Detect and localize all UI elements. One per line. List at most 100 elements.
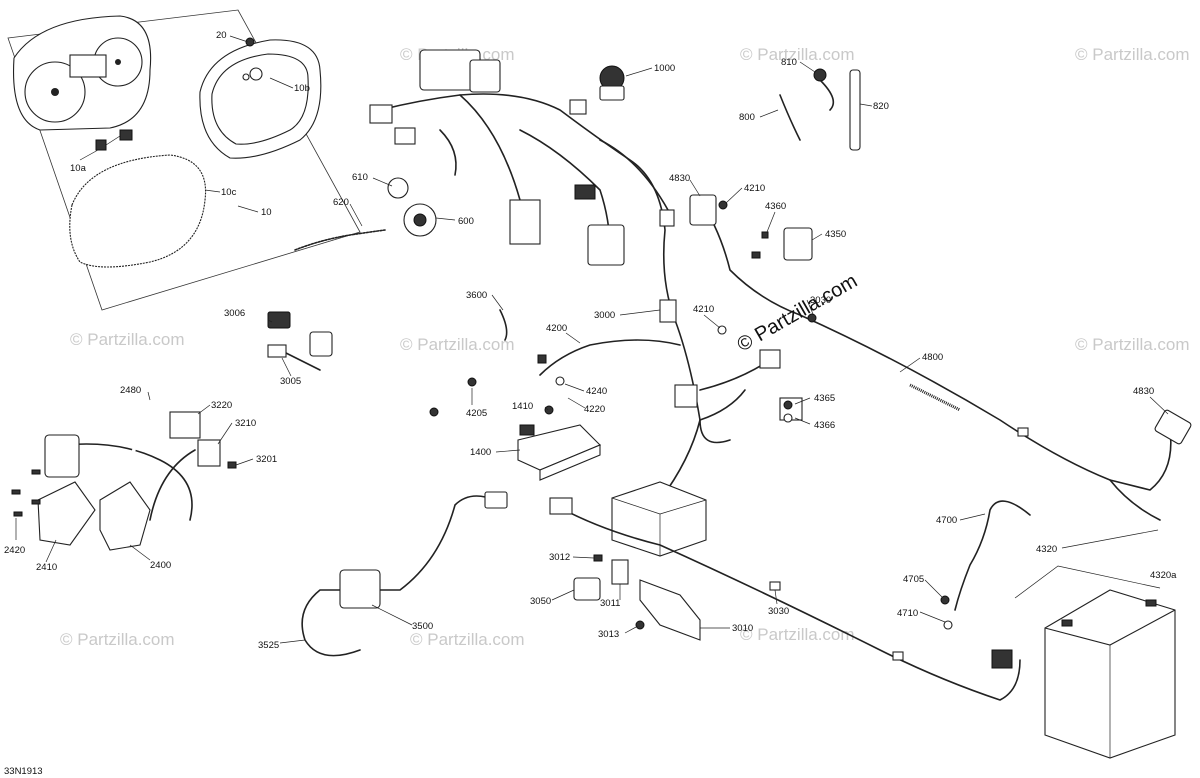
callout-3005: 3005 bbox=[280, 376, 301, 387]
watermark: © Partzilla.com bbox=[1075, 335, 1190, 354]
ignition-switch bbox=[599, 65, 625, 101]
bezel-inner bbox=[211, 53, 309, 145]
connector bbox=[549, 497, 573, 515]
callout-820: 820 bbox=[873, 101, 889, 112]
gauge-cluster-group bbox=[7, 9, 361, 311]
screw bbox=[31, 469, 41, 475]
callout-4210: 4210 bbox=[744, 183, 765, 194]
callout-3000: 3000 bbox=[594, 310, 615, 321]
callout-4200: 4200 bbox=[546, 323, 567, 334]
callout-4360: 4360 bbox=[765, 201, 786, 212]
watermark: © Partzilla.com bbox=[740, 45, 855, 64]
lens bbox=[69, 154, 207, 268]
callout-4320: 4320 bbox=[1036, 544, 1057, 555]
callout-610: 610 bbox=[352, 172, 368, 183]
callout-4210: 4210 bbox=[693, 304, 714, 315]
harness-connector bbox=[574, 184, 596, 200]
callout-4710: 4710 bbox=[897, 608, 918, 619]
callout-4366: 4366 bbox=[814, 420, 835, 431]
terminal-cover bbox=[689, 194, 717, 226]
callout-3030: 3030 bbox=[768, 606, 789, 617]
callout-1410: 1410 bbox=[512, 401, 533, 412]
callout-620: 620 bbox=[333, 197, 349, 208]
main-harness bbox=[369, 49, 781, 501]
watermark: © Partzilla.com bbox=[1075, 45, 1190, 64]
callout-4830: 4830 bbox=[669, 173, 690, 184]
switch-housing bbox=[44, 434, 80, 478]
callout-3010: 3010 bbox=[732, 623, 753, 634]
battery bbox=[1014, 565, 1176, 759]
callout-3012: 3012 bbox=[549, 552, 570, 563]
callout-800: 800 bbox=[739, 112, 755, 123]
callout-3500: 3500 bbox=[412, 621, 433, 632]
callout-1400: 1400 bbox=[470, 447, 491, 458]
screw bbox=[11, 489, 21, 495]
harness-connector bbox=[509, 199, 541, 245]
misc-cables bbox=[429, 200, 1029, 661]
handlebar-switch-assembly bbox=[11, 398, 237, 551]
harness-4800 bbox=[689, 194, 1192, 521]
callout-2480: 2480 bbox=[120, 385, 141, 396]
callout-3210: 3210 bbox=[235, 418, 256, 429]
callout-10c: 10c bbox=[221, 187, 237, 198]
watermark: © Partzilla.com bbox=[60, 630, 175, 649]
connector bbox=[197, 439, 221, 467]
callout-4705: 4705 bbox=[903, 574, 924, 585]
nut bbox=[245, 37, 255, 47]
callout-4830: 4830 bbox=[1133, 386, 1154, 397]
harness-lower bbox=[549, 497, 1021, 701]
watermark: © Partzilla.com bbox=[70, 330, 185, 349]
callout-4350: 4350 bbox=[825, 229, 846, 240]
harness-connector bbox=[674, 384, 698, 408]
callout-3525: 3525 bbox=[258, 640, 279, 651]
harness-connector bbox=[394, 127, 416, 145]
watermark: © Partzilla.com bbox=[740, 625, 855, 644]
watermark: © Partzilla.com bbox=[410, 630, 525, 649]
diagram-code: 33N1913 bbox=[4, 766, 43, 777]
callout-600: 600 bbox=[458, 216, 474, 227]
harness-3525 bbox=[301, 491, 508, 657]
screw bbox=[13, 511, 23, 517]
callout-3050: 3050 bbox=[530, 596, 551, 607]
battery-cable bbox=[954, 500, 1031, 611]
callout-3013: 3013 bbox=[598, 629, 619, 640]
brand-badge: © Partzilla.com bbox=[734, 270, 862, 356]
lcd-display bbox=[69, 54, 107, 78]
switch-housing-front bbox=[99, 481, 151, 551]
connector bbox=[484, 491, 508, 509]
connector bbox=[95, 139, 107, 151]
12v-outlet bbox=[294, 177, 437, 251]
callout-4320a: 4320a bbox=[1150, 570, 1177, 581]
callout-4700: 4700 bbox=[936, 515, 957, 526]
harness-connector bbox=[587, 224, 625, 266]
callout-810: 810 bbox=[781, 57, 797, 68]
callout-4205: 4205 bbox=[466, 408, 487, 419]
callout-20: 20 bbox=[216, 30, 227, 41]
callout-3030: 3030 bbox=[810, 295, 831, 306]
connector bbox=[169, 411, 201, 439]
connector bbox=[991, 649, 1013, 669]
terminal-cover bbox=[1154, 409, 1192, 445]
module bbox=[339, 569, 381, 609]
callout-10: 10 bbox=[261, 207, 272, 218]
switch-housing-cover bbox=[37, 481, 96, 546]
callout-1000: 1000 bbox=[654, 63, 675, 74]
watermark-layer: © Partzilla.com © Partzilla.com © Partzi… bbox=[60, 45, 1190, 649]
callout-2420: 2420 bbox=[4, 545, 25, 556]
harness-connector bbox=[759, 349, 781, 369]
callout-3220: 3220 bbox=[211, 400, 232, 411]
harness-connector bbox=[659, 299, 677, 323]
callout-2410: 2410 bbox=[36, 562, 57, 573]
callout-4365: 4365 bbox=[814, 393, 835, 404]
switch-3006 bbox=[267, 311, 333, 371]
callout-10a: 10a bbox=[70, 163, 87, 174]
relay bbox=[751, 227, 813, 261]
sensor-group bbox=[779, 68, 861, 151]
ecu bbox=[517, 424, 601, 481]
watermark: © Partzilla.com bbox=[400, 335, 515, 354]
callout-2400: 2400 bbox=[150, 560, 171, 571]
callout-3201: 3201 bbox=[256, 454, 277, 465]
callout-4800: 4800 bbox=[922, 352, 943, 363]
